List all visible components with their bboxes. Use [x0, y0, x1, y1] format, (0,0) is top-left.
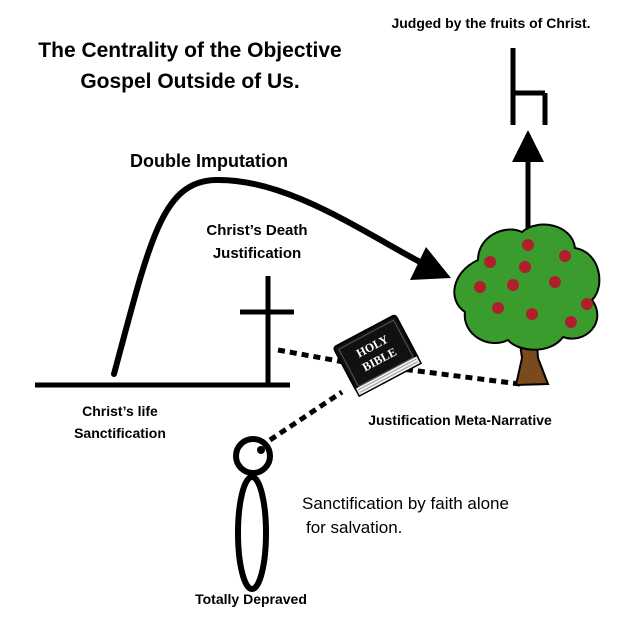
christs-life-label: Christ’s life: [82, 403, 158, 419]
connector-cross-bible: [277, 347, 345, 365]
person-eye: [257, 446, 265, 454]
person-icon: [233, 436, 273, 592]
double-imputation-label: Double Imputation: [130, 151, 288, 171]
christs-death-label: Christ’s Death: [206, 222, 307, 239]
faith-label-line-2: for salvation.: [306, 518, 402, 537]
dotted-connectors: [268, 347, 521, 443]
faith-label-line-1: Sanctification by faith alone: [302, 494, 509, 513]
totally-depraved-label: Totally Depraved: [195, 591, 307, 607]
meta-narrative-label: Justification Meta-Narrative: [368, 412, 552, 428]
arc-arrowhead: [410, 247, 451, 280]
arrow-icon: [512, 130, 544, 232]
judged-label: Judged by the fruits of Christ.: [391, 15, 590, 31]
diagram-title-line-2: Gospel Outside of Us.: [80, 70, 299, 93]
cross-icon: [240, 276, 294, 387]
connector-person-bible: [268, 389, 344, 443]
diagram-title-line-1: The Centrality of the Objective: [38, 39, 341, 62]
tree-fruit: [474, 239, 593, 328]
sanctification-label: Sanctification: [74, 425, 166, 441]
bible-icon: HOLY BIBLE: [333, 314, 423, 398]
connector-bible-tree: [393, 365, 521, 387]
justification-label: Justification: [213, 245, 301, 262]
gate-icon: [510, 48, 548, 125]
double-imputation-arc: [111, 176, 423, 377]
tree-icon: [453, 223, 601, 387]
